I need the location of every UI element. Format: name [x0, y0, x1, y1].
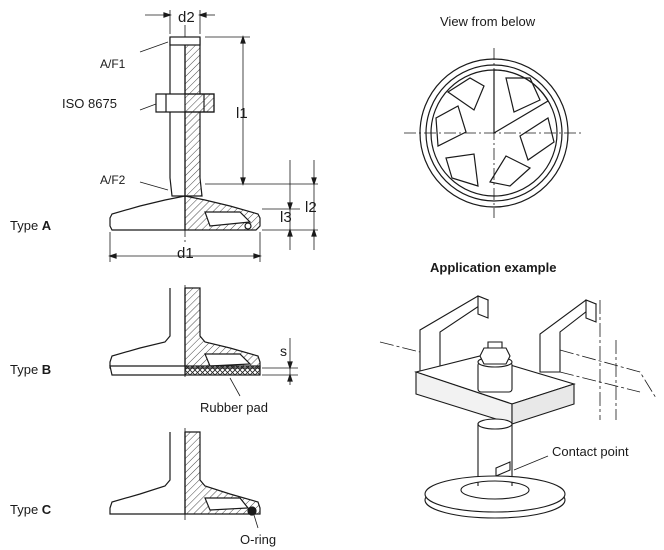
d2-label: d2: [178, 9, 195, 26]
view-from-below-title: View from below: [440, 14, 536, 29]
type-a-drawing: [108, 10, 318, 262]
application-example-title: Application example: [430, 260, 556, 275]
type-a-prefix: Type: [10, 218, 42, 233]
type-b-label: Type B: [10, 362, 51, 377]
iso-label: ISO 8675: [62, 96, 117, 111]
type-a-label: Type A: [10, 218, 52, 233]
l3-label: l3: [280, 209, 292, 226]
type-a-letter: A: [42, 218, 52, 233]
type-a-nut-section: [184, 93, 215, 113]
rubber-pad-shape: [184, 365, 261, 376]
type-a-stem: [169, 37, 186, 197]
application-example-drawing: [379, 295, 657, 519]
type-b-drawing: [109, 285, 298, 397]
o-ring-shape: [247, 506, 257, 516]
l2-label: l2: [305, 199, 317, 216]
type-c-label: Type C: [10, 502, 52, 517]
s-label: s: [280, 343, 287, 359]
type-c-drawing: [109, 428, 261, 529]
type-a-base: [109, 195, 186, 231]
bottom-view-slots: [435, 69, 555, 187]
application-stem: [477, 423, 513, 483]
l1-label: l1: [236, 105, 248, 122]
type-b-letter: B: [42, 362, 51, 377]
d1-label: d1: [177, 245, 194, 262]
type-c-prefix: Type: [10, 502, 42, 517]
type-c-letter: C: [42, 502, 52, 517]
type-a-stem-section: [184, 37, 203, 197]
o-ring-label: O-ring: [240, 532, 276, 547]
type-a-top-head: [169, 36, 201, 46]
rubber-pad-label: Rubber pad: [200, 400, 268, 415]
af2-label: A/F2: [100, 173, 126, 187]
type-b-prefix: Type: [10, 362, 42, 377]
af1-label: A/F1: [100, 57, 126, 71]
bottom-view: [404, 48, 584, 218]
contact-point-label: Contact point: [552, 444, 629, 459]
